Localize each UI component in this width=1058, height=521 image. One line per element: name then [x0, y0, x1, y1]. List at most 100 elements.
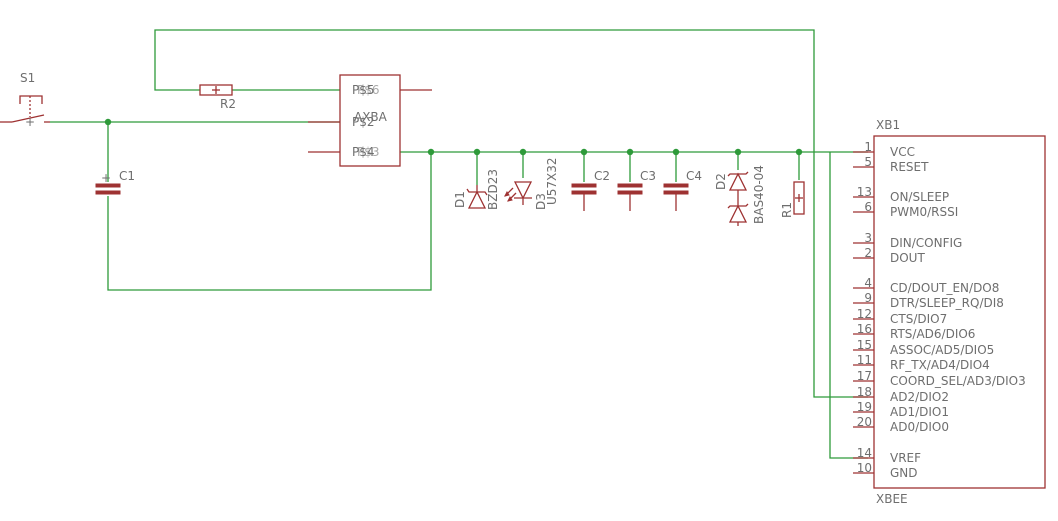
- capacitor-c3[interactable]: C3: [617, 169, 656, 211]
- diode-triangle-upper: [728, 172, 748, 191]
- switch-s1[interactable]: + S1: [0, 71, 50, 129]
- diode-triangle-lower: [728, 204, 748, 223]
- xbee-pin-number: 4: [864, 276, 872, 290]
- capacitor-plate: [663, 190, 689, 195]
- diode-bar-upper: [727, 171, 749, 177]
- xbee-pin-number: 13: [857, 185, 872, 199]
- component-axba[interactable]: P$6 P$5 P$2 AXBA P$3 P$4: [308, 74, 432, 167]
- xbee-pin-name: ASSOC/AD5/DIO5: [890, 343, 994, 357]
- xbee-pin-name: DIN/CONFIG: [890, 236, 962, 250]
- switch-cap: [19, 95, 43, 104]
- diode-d1[interactable]: D1 BZD23: [453, 169, 500, 210]
- xbee-pin-name: RESET: [890, 160, 929, 174]
- xbee-pin-number: 17: [857, 369, 872, 383]
- xbee-pin-number: 1: [864, 140, 872, 154]
- capacitor-plate: [571, 190, 597, 195]
- label-c1: C1: [119, 169, 135, 183]
- xbee-pin-number: 16: [857, 322, 872, 336]
- capacitor-c1[interactable]: + C1: [95, 169, 135, 195]
- led-d3[interactable]: D3 U57X32: [504, 157, 559, 210]
- xbee-pin-name: GND: [890, 466, 918, 480]
- xbee-pin-name: RTS/AD6/DIO6: [890, 327, 975, 341]
- junction-dot: [473, 148, 481, 156]
- junctions: [104, 118, 803, 156]
- xbee-pin-name: AD1/DIO1: [890, 405, 949, 419]
- xbee-pin-name: VCC: [890, 145, 915, 159]
- junction-dot: [672, 148, 680, 156]
- junction-dot: [626, 148, 634, 156]
- xbee-pin-name: DTR/SLEEP_RQ/DI8: [890, 296, 1004, 310]
- label-c3: C3: [640, 169, 656, 183]
- axba-pin-label-mid: P$2: [352, 115, 375, 129]
- xbee-pin-number: 20: [857, 415, 872, 429]
- label-c2: C2: [594, 169, 610, 183]
- xbee-pin-name: CD/DOUT_EN/DO8: [890, 281, 999, 295]
- axba-pin-label-overlap: P$3: [357, 145, 380, 159]
- axba-pin-label-bottom: P$4: [352, 145, 375, 159]
- xbee-pin-number: 11: [857, 353, 872, 367]
- capacitor-plate: [571, 183, 597, 188]
- diode-bar-lower: [727, 203, 749, 209]
- led-triangle: [513, 181, 533, 200]
- xbee-pin-name: DOUT: [890, 251, 925, 265]
- resistor-body: [199, 84, 233, 96]
- axba-name: AXBA: [354, 110, 388, 124]
- xbee-pin-number: 14: [857, 446, 872, 460]
- xbee-pin-name: COORD_SEL/AD3/DIO3: [890, 374, 1026, 388]
- resistor-r1[interactable]: R1: [780, 181, 805, 218]
- xbee-pin-name: RF_TX/AD4/DIO4: [890, 358, 990, 372]
- axba-body: [339, 74, 401, 167]
- label-r2: R2: [220, 97, 236, 111]
- xbee-pin-number: 9: [864, 291, 872, 305]
- capacitor-plate: [95, 183, 121, 188]
- xbee-pin-number: 18: [857, 385, 872, 399]
- xbee-pin-number: 12: [857, 307, 872, 321]
- resistor-body: [793, 181, 805, 215]
- axba-pin-label-overlap: P$6: [357, 83, 380, 97]
- xbee-pin-name: ON/SLEEP: [890, 190, 949, 204]
- label-s1: S1: [20, 71, 35, 85]
- junction-dot: [734, 148, 742, 156]
- wire-c1-bottom-loop: [107, 152, 432, 291]
- label-d3-part: U57X32: [545, 157, 559, 205]
- xbee-pin-number: 3: [864, 231, 872, 245]
- capacitor-c2[interactable]: C2: [571, 169, 610, 211]
- resistor-r2[interactable]: R2: [199, 84, 236, 111]
- label-d1: D1: [453, 191, 467, 208]
- label-d2: D2: [714, 173, 728, 190]
- junction-dot: [795, 148, 803, 156]
- label-d3: D3: [534, 193, 548, 210]
- label-xbee: XBEE: [876, 492, 908, 506]
- led-arrowhead: [507, 196, 513, 202]
- label-c4: C4: [686, 169, 702, 183]
- xbee-pin-number: 2: [864, 246, 872, 260]
- capacitor-plus-mark: +: [101, 171, 111, 185]
- switch-blade: [11, 114, 45, 123]
- label-xb1: XB1: [876, 118, 900, 132]
- switch-plus-mark: +: [25, 115, 35, 129]
- capacitor-plate: [617, 183, 643, 188]
- wires: [50, 29, 868, 459]
- xbee-pin-name: AD0/DIO0: [890, 420, 949, 434]
- label-d1-part: BZD23: [486, 169, 500, 210]
- capacitor-plate: [95, 190, 121, 195]
- junction-dot: [104, 118, 112, 126]
- junction-dot: [427, 148, 435, 156]
- diode-triangle: [467, 190, 487, 209]
- xbee-pin-name: PWM0/RSSI: [890, 205, 958, 219]
- diode-d2[interactable]: D2 BAS40-04: [714, 165, 766, 226]
- junction-dot: [519, 148, 527, 156]
- xbee-pin-number: 15: [857, 338, 872, 352]
- capacitor-c4[interactable]: C4: [663, 169, 702, 211]
- xbee-pin-number: 19: [857, 400, 872, 414]
- xbee-pin-name: AD2/DIO2: [890, 390, 949, 404]
- label-r1: R1: [780, 202, 794, 218]
- junction-dot: [580, 148, 588, 156]
- xbee-pin-number: 10: [857, 461, 872, 475]
- xbee-pin-name: VREF: [890, 451, 921, 465]
- axba-pin-label-top: P$5: [352, 83, 375, 97]
- label-d2-part: BAS40-04: [752, 165, 766, 224]
